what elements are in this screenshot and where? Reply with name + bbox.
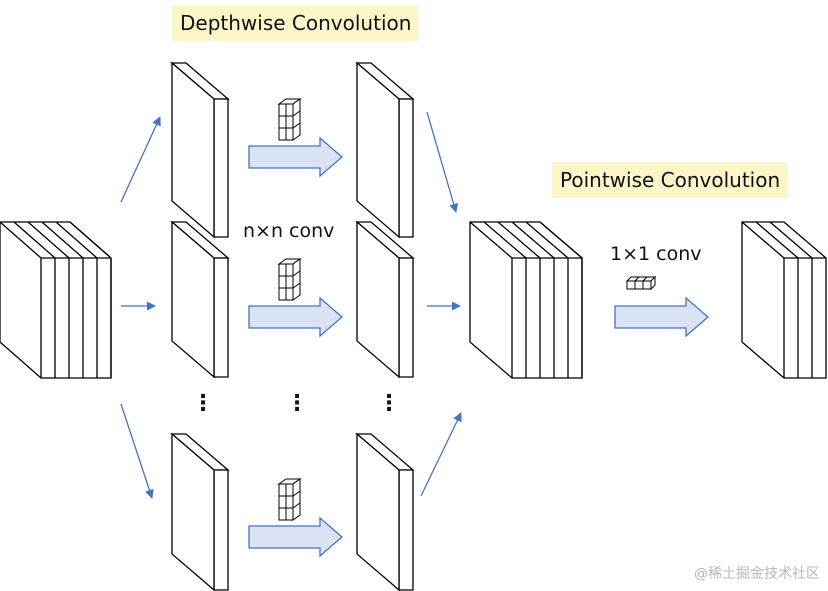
depthwise-output-slice-2 xyxy=(355,220,415,379)
ellipsis-middle: ⋮ xyxy=(286,391,308,416)
watermark: @稀土掘金技术社区 xyxy=(694,566,820,582)
1x1-kernel xyxy=(625,275,657,291)
arrow-slice-3-to-stack xyxy=(420,412,462,497)
block-arrow-depthwise-2 xyxy=(248,296,343,338)
depthwise-output-slice-1 xyxy=(355,61,415,239)
ellipsis-right: ⋮ xyxy=(378,391,400,416)
block-arrow-depthwise-3 xyxy=(248,516,343,558)
input-feature-map xyxy=(0,221,112,379)
nxn-conv-label: n×n conv xyxy=(243,220,335,242)
block-arrow-depthwise-1 xyxy=(248,136,343,178)
block-arrow-pointwise xyxy=(614,296,709,338)
nxn-kernel-3 xyxy=(277,478,302,521)
nxn-kernel-2 xyxy=(277,258,302,301)
depthwise-input-slice-3 xyxy=(170,432,230,591)
pointwise-output-stack xyxy=(741,221,827,379)
arrow-slice-1-to-stack xyxy=(426,111,459,213)
pointwise-title: Pointwise Convolution xyxy=(552,162,789,198)
depthwise-title: Depthwise Convolution xyxy=(172,5,420,41)
ellipsis-left: ⋮ xyxy=(192,391,214,416)
1x1-conv-label: 1×1 conv xyxy=(610,243,702,265)
arrow-input-to-slice-3 xyxy=(120,403,154,499)
nxn-kernel-1 xyxy=(277,98,302,141)
arrow-input-to-slice-1 xyxy=(120,116,161,203)
depthwise-output-slice-3 xyxy=(355,432,415,591)
depthwise-input-slice-1 xyxy=(170,61,230,239)
depthwise-input-slice-2 xyxy=(170,220,230,379)
depthwise-output-stack xyxy=(469,221,583,379)
